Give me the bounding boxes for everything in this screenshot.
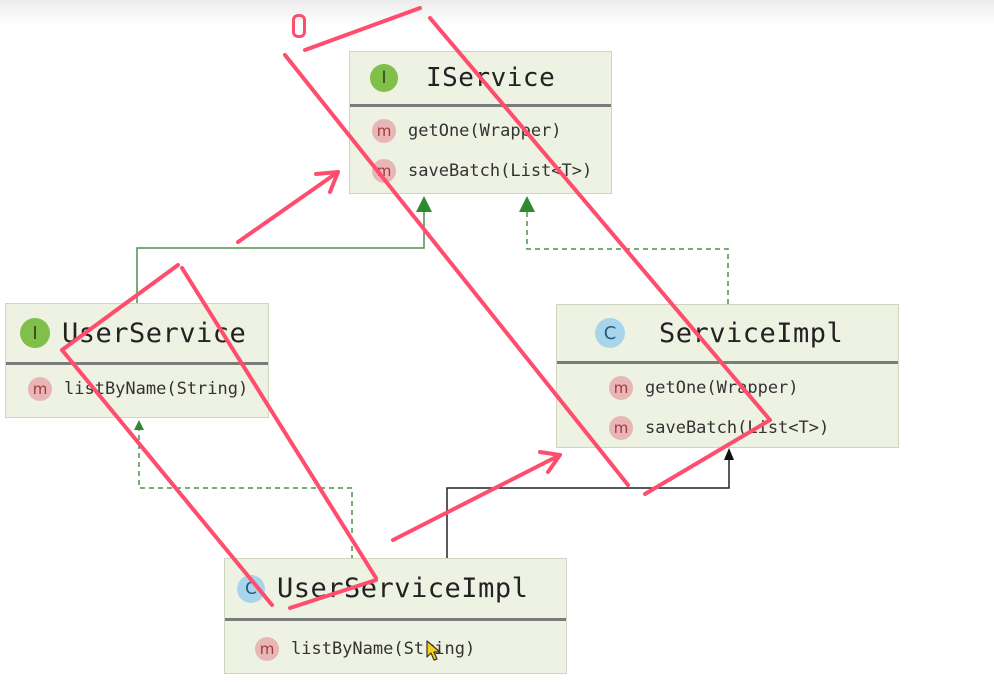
method-icon: m [255,637,279,661]
userservice-box[interactable]: I UserService m listByName(String) [5,303,269,418]
userservice-header: I UserService [6,304,268,365]
annotation-rect-left [283,53,630,487]
serviceimpl-box[interactable]: C ServiceImpl m getOne(Wrapper) m saveBa… [556,304,899,448]
method-signature: listByName(String) [64,379,249,399]
annotation-rect-top [303,6,422,52]
annotation-small-top [60,263,180,352]
annotation-rect-bottom [643,418,772,496]
class-icon: C [595,318,625,348]
window-top-bar [0,0,994,26]
annotation-arrow-1-head [314,170,340,194]
interface-icon: I [370,64,398,92]
method-icon: m [609,416,633,440]
interface-icon: I [20,318,50,348]
red-zero-mark-icon [292,14,306,38]
serviceimpl-implements-iservice-arrowhead [519,196,535,212]
annotation-small-left [60,348,274,607]
method-icon: m [28,377,52,401]
mouse-cursor-icon [426,640,441,661]
method-icon: m [372,119,396,143]
userserviceimpl-implements-userservice-line [138,428,353,560]
method-signature: getOne(Wrapper) [645,378,799,398]
method-signature: saveBatch(List<T>) [408,161,593,181]
annotation-small-bottom [288,578,378,610]
userserviceimpl-implements-userservice-arrowhead [134,420,144,430]
annotation-arrow-2-head [538,450,562,474]
userserviceimpl-extends-serviceimpl-line [446,458,730,560]
serviceimpl-method-getone[interactable]: m getOne(Wrapper) [609,368,898,408]
serviceimpl-method-savebatch[interactable]: m saveBatch(List<T>) [609,408,898,448]
method-signature: saveBatch(List<T>) [645,418,830,438]
annotation-rect-right [428,16,772,422]
userserviceimpl-extends-serviceimpl-arrowhead [724,448,734,460]
iservice-box[interactable]: I IService m getOne(Wrapper) m saveBatch… [349,51,612,194]
annotation-arrow-1 [236,170,340,244]
userservice-extends-iservice-arrowhead [416,196,432,212]
annotation-small-right [180,266,378,580]
method-icon: m [609,376,633,400]
userservice-method-listbyname[interactable]: m listByName(String) [28,369,268,409]
annotation-arrow-2 [391,453,562,542]
